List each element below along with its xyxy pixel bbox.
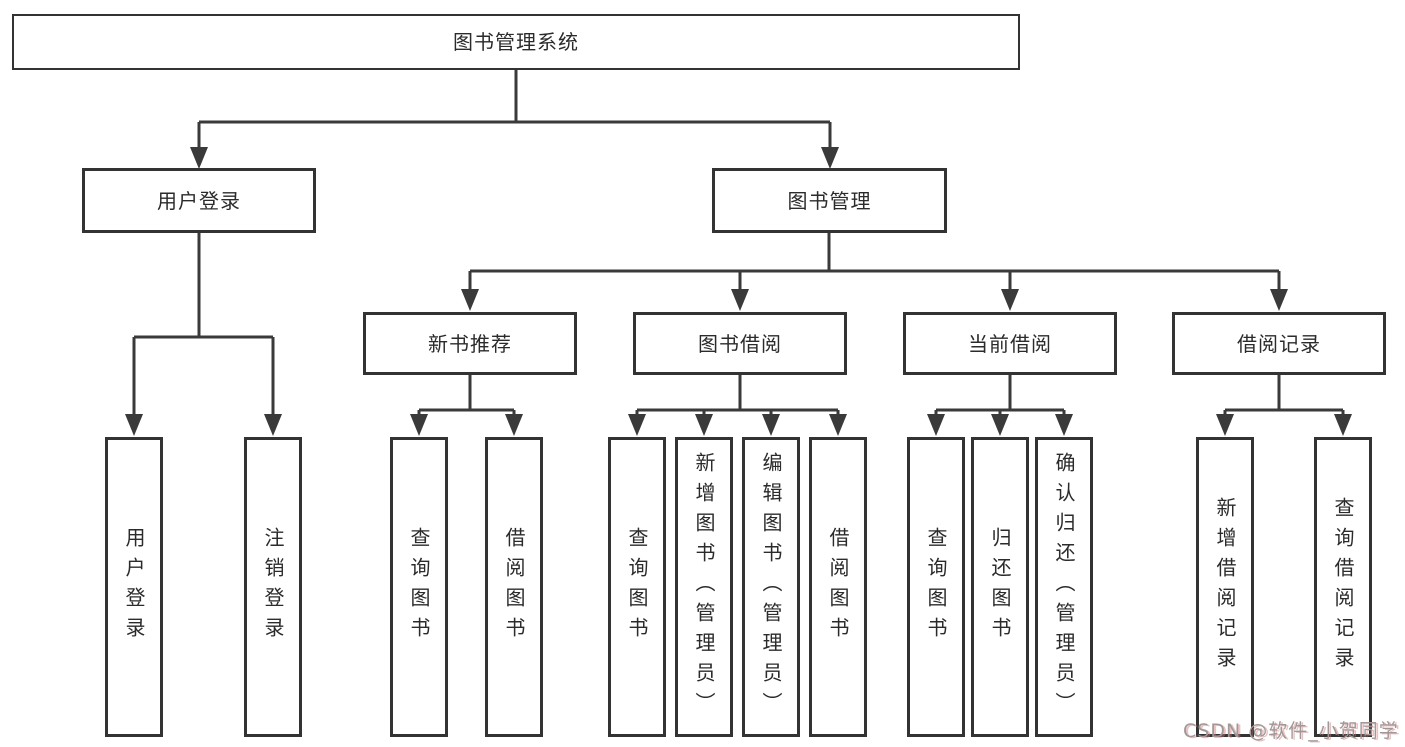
- node-bb-borrow-books: 借阅图书: [809, 437, 867, 737]
- node-br-add-record: 新增借阅记录: [1196, 437, 1254, 737]
- arrow-down-icon: [1001, 289, 1019, 311]
- arrow-down-icon: [695, 414, 713, 436]
- node-cb-confirm-return-admin: 确认归还（管理员）: [1035, 437, 1093, 737]
- connector-book-borrow-children: [628, 375, 847, 436]
- arrow-down-icon: [829, 414, 847, 436]
- node-book-borrowing: 图书借阅: [633, 312, 847, 375]
- arrow-down-icon: [991, 414, 1009, 436]
- node-br-query-record: 查询借阅记录: [1314, 437, 1372, 737]
- arrow-down-icon: [1334, 414, 1352, 436]
- connector-root-to-level2: [190, 70, 839, 169]
- connector-borrow-records-children: [1216, 375, 1352, 436]
- arrow-down-icon: [461, 289, 479, 311]
- arrow-down-icon: [731, 289, 749, 311]
- node-book-management: 图书管理: [712, 168, 947, 233]
- node-bb-query-books: 查询图书: [608, 437, 666, 737]
- node-current-borrowing: 当前借阅: [903, 312, 1117, 375]
- arrow-down-icon: [1216, 414, 1234, 436]
- connector-user-login-children: [125, 233, 282, 436]
- arrow-down-icon: [1055, 414, 1073, 436]
- node-nb-borrow-books: 借阅图书: [485, 437, 543, 737]
- node-logout-action: 注销登录: [244, 437, 302, 737]
- arrow-down-icon: [1270, 289, 1288, 311]
- node-user-login-action: 用户登录: [105, 437, 163, 737]
- arrow-down-icon: [190, 147, 208, 169]
- arrow-down-icon: [927, 414, 945, 436]
- arrow-down-icon: [125, 414, 143, 436]
- arrow-down-icon: [505, 414, 523, 436]
- arrow-down-icon: [264, 414, 282, 436]
- node-new-book-recommendation: 新书推荐: [363, 312, 577, 375]
- node-user-login: 用户登录: [82, 168, 316, 233]
- csdn-watermark: CSDN @软件_小贺同学: [1183, 720, 1399, 742]
- node-borrowing-records: 借阅记录: [1172, 312, 1386, 375]
- node-nb-query-books: 查询图书: [390, 437, 448, 737]
- node-cb-return-books: 归还图书: [971, 437, 1029, 737]
- arrow-down-icon: [821, 147, 839, 169]
- node-bb-edit-books-admin: 编辑图书（管理员）: [742, 437, 800, 737]
- connector-new-book-children: [410, 375, 523, 436]
- connector-book-management-children: [461, 233, 1288, 311]
- connector-current-borrow-children: [927, 375, 1073, 436]
- arrow-down-icon: [628, 414, 646, 436]
- arrow-down-icon: [762, 414, 780, 436]
- node-cb-query-books: 查询图书: [907, 437, 965, 737]
- node-bb-add-books-admin: 新增图书（管理员）: [675, 437, 733, 737]
- node-library-management-system: 图书管理系统: [12, 14, 1020, 70]
- arrow-down-icon: [410, 414, 428, 436]
